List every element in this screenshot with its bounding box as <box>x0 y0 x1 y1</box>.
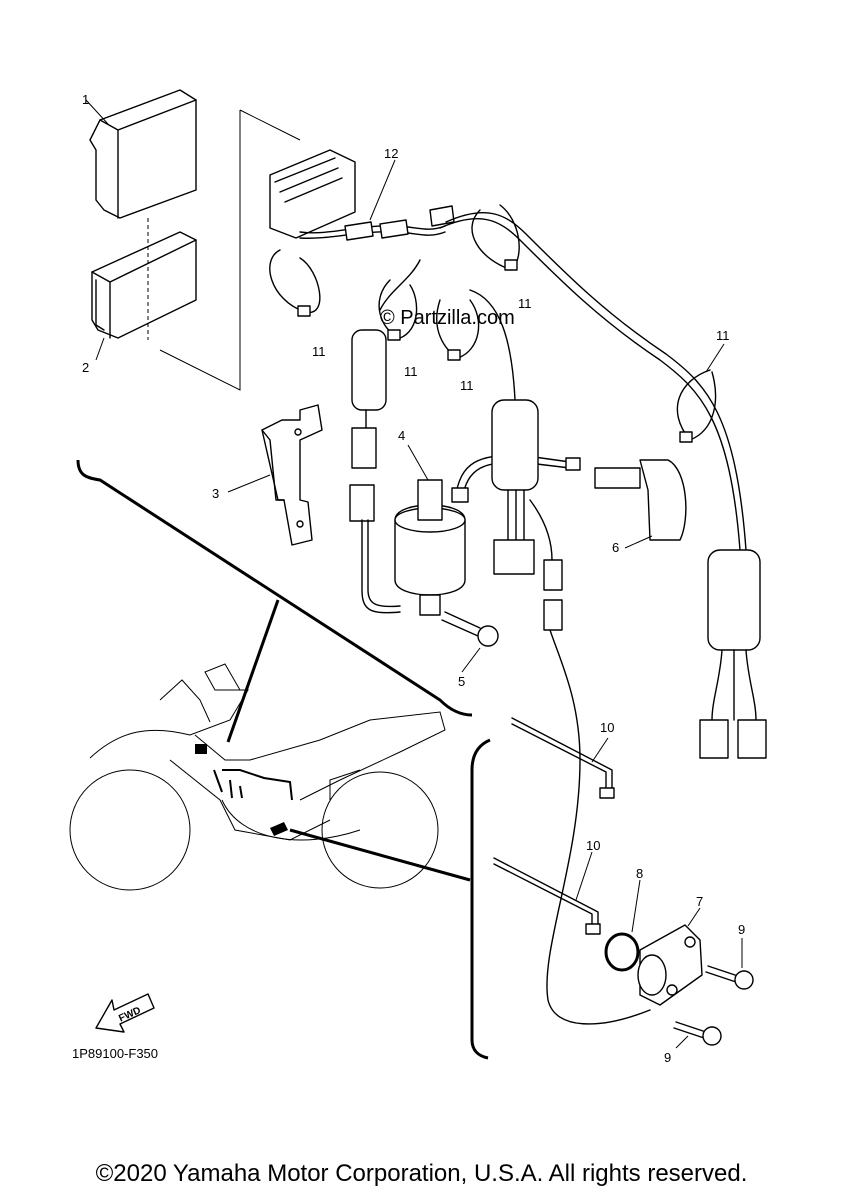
wire-right <box>699 549 767 759</box>
fwd-arrow-icon: FWD <box>95 993 155 1033</box>
callout-4: 4 <box>398 428 405 443</box>
callout-9a: 9 <box>738 922 745 937</box>
leader-line <box>85 99 109 125</box>
part-11-clamp-e[interactable] <box>676 369 717 443</box>
callout-11c: 11 <box>460 378 474 393</box>
callout-6: 6 <box>612 540 619 555</box>
part-9-screw-b[interactable] <box>673 1021 722 1046</box>
callout-9b: 9 <box>664 1050 671 1065</box>
leader-line <box>575 851 593 901</box>
callout-11e: 11 <box>716 328 730 343</box>
callout-11a: 11 <box>312 344 326 359</box>
part-11-clamp-d[interactable] <box>436 299 480 361</box>
wire-plug-left <box>349 259 421 614</box>
part-2-cdi-cover[interactable] <box>91 231 197 339</box>
part-11-clamp-b[interactable] <box>471 204 520 271</box>
callout-11d: 11 <box>518 296 532 311</box>
callout-line-upper <box>226 599 280 743</box>
callout-3: 3 <box>212 486 219 501</box>
part-10-cable-tie-a[interactable] <box>511 717 615 799</box>
leader-line <box>631 879 641 933</box>
leader-line <box>591 737 609 763</box>
callout-10a: 10 <box>600 720 614 735</box>
callout-1: 1 <box>82 92 89 107</box>
callout-2: 2 <box>82 360 89 375</box>
detail-frame-right <box>470 738 491 1060</box>
callout-7: 7 <box>696 894 703 909</box>
callout-labels: 1 2 3 4 5 6 7 8 9 9 10 10 11 11 11 11 11… <box>82 92 745 1065</box>
copyright-footer: ©2020 Yamaha Motor Corporation, U.S.A. A… <box>95 1160 748 1187</box>
leader-line <box>369 159 396 221</box>
wire-center <box>469 289 651 1025</box>
leader-line <box>687 907 701 927</box>
part-7-sensor[interactable] <box>637 924 703 1006</box>
watermark: © Partzilla.com <box>380 307 515 329</box>
part-9-screw-a[interactable] <box>705 965 754 990</box>
part-8-o-ring[interactable] <box>604 932 640 972</box>
part-11-clamp-a[interactable] <box>269 249 321 317</box>
diagram-code: 1P89100-F350 <box>72 1046 158 1061</box>
callout-8: 8 <box>636 866 643 881</box>
callout-11b: 11 <box>404 364 418 379</box>
part-1-cdi-unit[interactable] <box>89 89 197 219</box>
part-4-ignition-coil[interactable] <box>394 454 571 616</box>
callout-line-lower <box>289 828 471 882</box>
group-bracket <box>159 109 301 391</box>
detail-frame <box>76 459 473 717</box>
motorcycle-outline <box>69 663 446 891</box>
leader-line <box>95 337 105 361</box>
leader-line <box>675 1035 689 1049</box>
part-12-wire-harness[interactable] <box>269 149 747 551</box>
part-6-spark-plug-cap[interactable] <box>565 457 687 541</box>
leader-line <box>624 535 653 549</box>
leader-line <box>407 444 429 481</box>
callout-12: 12 <box>384 146 398 161</box>
part-5-bolt[interactable] <box>441 611 499 647</box>
leader-line <box>461 647 481 673</box>
part-3-bracket[interactable] <box>261 404 323 546</box>
leader-line <box>705 343 725 373</box>
callout-5: 5 <box>458 674 465 689</box>
callout-10b: 10 <box>586 838 600 853</box>
leader-line <box>227 474 271 493</box>
part-11-clamp-c[interactable] <box>378 279 418 341</box>
part-10-cable-tie-b[interactable] <box>493 857 601 935</box>
